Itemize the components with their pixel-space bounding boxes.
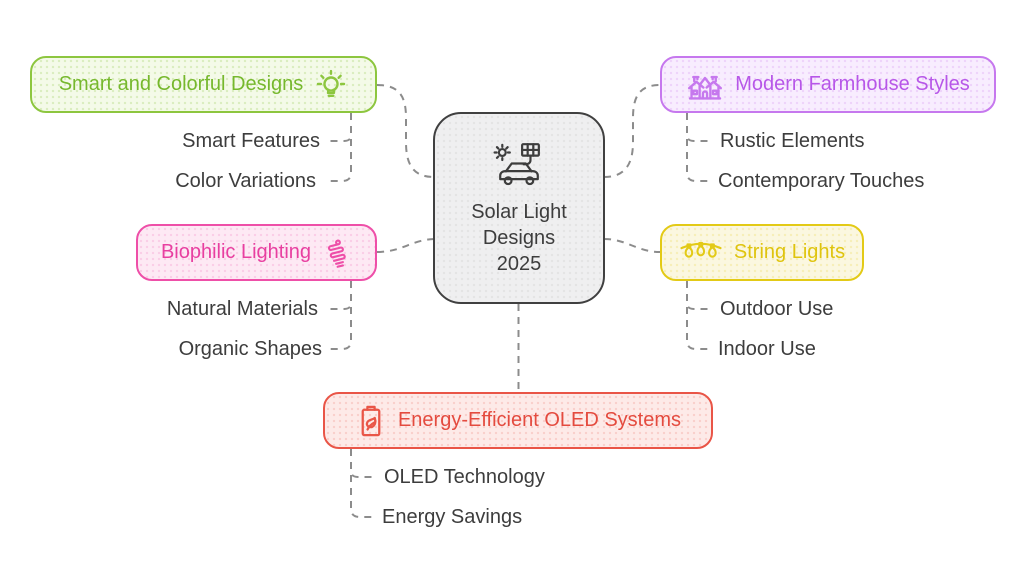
subtopic-indoor-use: Indoor Use [718, 338, 816, 360]
subtopic-natural-materials: Natural Materials [166, 298, 318, 320]
edge-center-farmhouse [603, 84, 661, 178]
battery-leaf-icon [355, 403, 387, 439]
string-lights-icon [679, 237, 723, 269]
edge-color-variations [326, 113, 352, 182]
subtopic-contemporary-touches: Contemporary Touches [718, 170, 925, 192]
edge-center-string [603, 238, 661, 253]
subtopic-rustic-elements: Rustic Elements [720, 130, 865, 152]
solar-car-icon [488, 140, 550, 195]
branch-smart-label: Smart and Colorful Designs [58, 73, 304, 95]
edge-organic-shapes [326, 281, 352, 350]
edge-contemporary-touches [686, 113, 712, 182]
branch-smart-colorful-designs: Smart and Colorful Designs [30, 56, 377, 113]
branch-biophilic-lighting: Biophilic Lighting [136, 224, 377, 281]
branch-biophilic-label: Biophilic Lighting [160, 241, 312, 263]
subtopic-smart-features: Smart Features [182, 130, 320, 152]
edge-indoor-use [686, 281, 712, 350]
edge-center-biophilic [376, 238, 435, 253]
edge-natural-materials [330, 281, 352, 310]
branch-string-lights: String Lights [660, 224, 864, 281]
branch-energy-efficient-oled: Energy-Efficient OLED Systems [323, 392, 713, 449]
subtopic-organic-shapes: Organic Shapes [178, 338, 322, 360]
subtopic-outdoor-use: Outdoor Use [720, 298, 834, 320]
subtopic-energy-savings: Energy Savings [382, 506, 523, 528]
edge-oled-technology [350, 449, 372, 478]
branch-modern-farmhouse-styles: Modern Farmhouse Styles [660, 56, 996, 113]
subtopic-oled-technology: OLED Technology [384, 466, 545, 488]
branch-string-label: String Lights [733, 241, 846, 263]
edge-center-smart [376, 84, 435, 178]
edge-rustic-elements [686, 113, 708, 142]
edge-outdoor-use [686, 281, 708, 310]
center-node: Solar Light Designs 2025 [433, 112, 605, 304]
cfl-bulb-icon [322, 233, 352, 273]
edge-energy-savings [350, 449, 375, 518]
lightbulb-icon [314, 68, 348, 102]
branch-oled-label: Energy-Efficient OLED Systems [397, 409, 682, 431]
branch-farmhouse-label: Modern Farmhouse Styles [735, 73, 970, 95]
farmhouse-icon [686, 66, 724, 104]
edge-smart-features [330, 113, 352, 142]
center-node-label: Solar Light Designs 2025 [471, 200, 567, 275]
subtopic-color-variations: Color Variations [175, 170, 316, 192]
